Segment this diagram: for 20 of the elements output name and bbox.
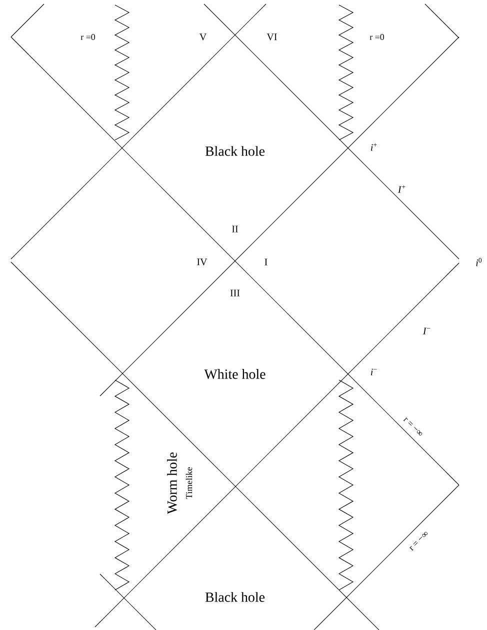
region-label: Worm hole <box>167 452 177 514</box>
boundary-label: r = −∞ <box>409 532 428 551</box>
region-label: Black hole <box>205 146 265 156</box>
region-numeral: IV <box>197 258 208 266</box>
region-numeral: VI <box>266 34 277 40</box>
infinity-label: i$^{0}$ <box>476 258 482 266</box>
singularity-label: r =0 <box>80 34 96 40</box>
region-numeral: V <box>200 34 206 40</box>
region-numeral: I <box>264 258 268 266</box>
region-numeral: III <box>230 290 240 296</box>
singularity-label: r =0 <box>370 34 384 40</box>
boundary-label: r = −∞ <box>403 417 422 436</box>
infinity-label: i$^{−}$ <box>370 368 377 376</box>
region-numeral: II <box>232 226 238 232</box>
infinity-label: I$^{−}$ <box>422 328 430 334</box>
infinity-label: I$^{+}$ <box>398 185 406 193</box>
region-label: White hole <box>204 369 266 379</box>
infinity-label: i$^{+}$ <box>370 143 377 151</box>
region-label: Timelike <box>186 467 192 499</box>
region-label: Black hole <box>205 592 265 602</box>
